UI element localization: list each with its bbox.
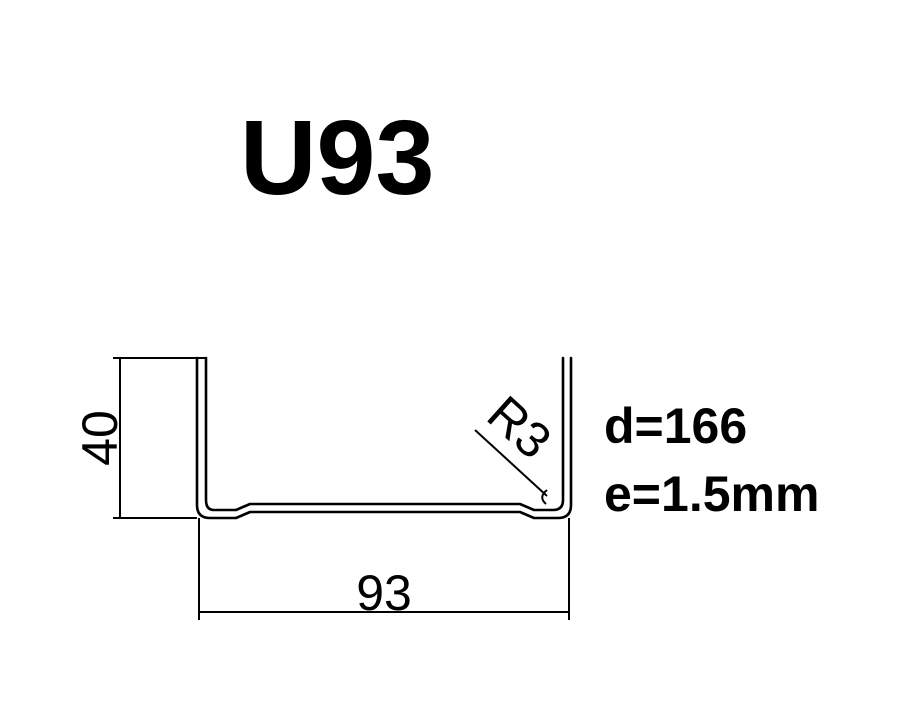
spec-d: d=166	[604, 398, 747, 454]
radius-arc-mark	[541, 489, 548, 505]
u-profile-outer	[195, 356, 573, 520]
profile-title: U93	[240, 99, 434, 217]
radius-label: R3	[477, 385, 562, 469]
height-dimension-label: 40	[72, 410, 128, 466]
width-dimension-label: 93	[356, 565, 412, 621]
spec-e: e=1.5mm	[604, 466, 819, 522]
radius-leader-line	[474, 429, 548, 497]
